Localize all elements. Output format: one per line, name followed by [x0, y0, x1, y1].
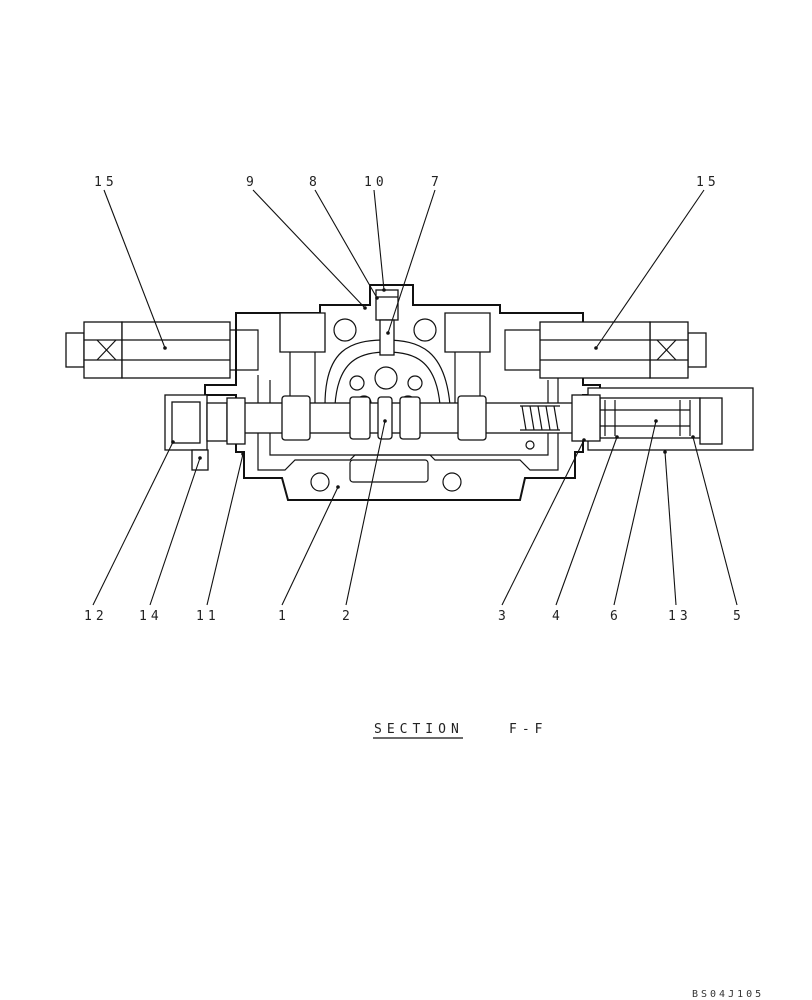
callout-4: 4 — [552, 609, 564, 624]
section-id: F-F — [509, 722, 547, 737]
left-cap — [164, 394, 246, 471]
callout-6: 6 — [610, 609, 622, 624]
callout-1: 1 — [278, 609, 290, 624]
right-relief-valve — [444, 312, 707, 420]
callout-14: 14 — [139, 609, 163, 624]
top-callouts: 15 9 8 10 7 15 — [94, 175, 720, 190]
callout-13: 13 — [668, 609, 692, 624]
callout-15-left: 15 — [94, 175, 118, 190]
valve-body — [204, 284, 601, 501]
right-spring-cap — [571, 387, 754, 451]
callout-7: 7 — [431, 175, 443, 190]
callout-12: 12 — [84, 609, 108, 624]
top-plug — [375, 289, 399, 356]
leader-dots — [163, 288, 695, 489]
callout-3: 3 — [498, 609, 510, 624]
callout-8: 8 — [309, 175, 321, 190]
drawing-code: BS04J105 — [692, 989, 764, 1000]
spool — [227, 395, 589, 441]
section-caption: SECTION F-F — [373, 722, 547, 739]
callout-5: 5 — [733, 609, 745, 624]
callout-15-right: 15 — [696, 175, 720, 190]
callout-2: 2 — [342, 609, 354, 624]
section-title: SECTION — [374, 722, 464, 737]
leader-lines — [92, 189, 738, 606]
left-relief-valve — [65, 312, 326, 420]
callout-9: 9 — [246, 175, 258, 190]
bottom-callouts: 12 14 11 1 2 3 4 6 13 5 — [84, 609, 745, 624]
callout-10: 10 — [364, 175, 388, 190]
callout-11: 11 — [196, 609, 220, 624]
